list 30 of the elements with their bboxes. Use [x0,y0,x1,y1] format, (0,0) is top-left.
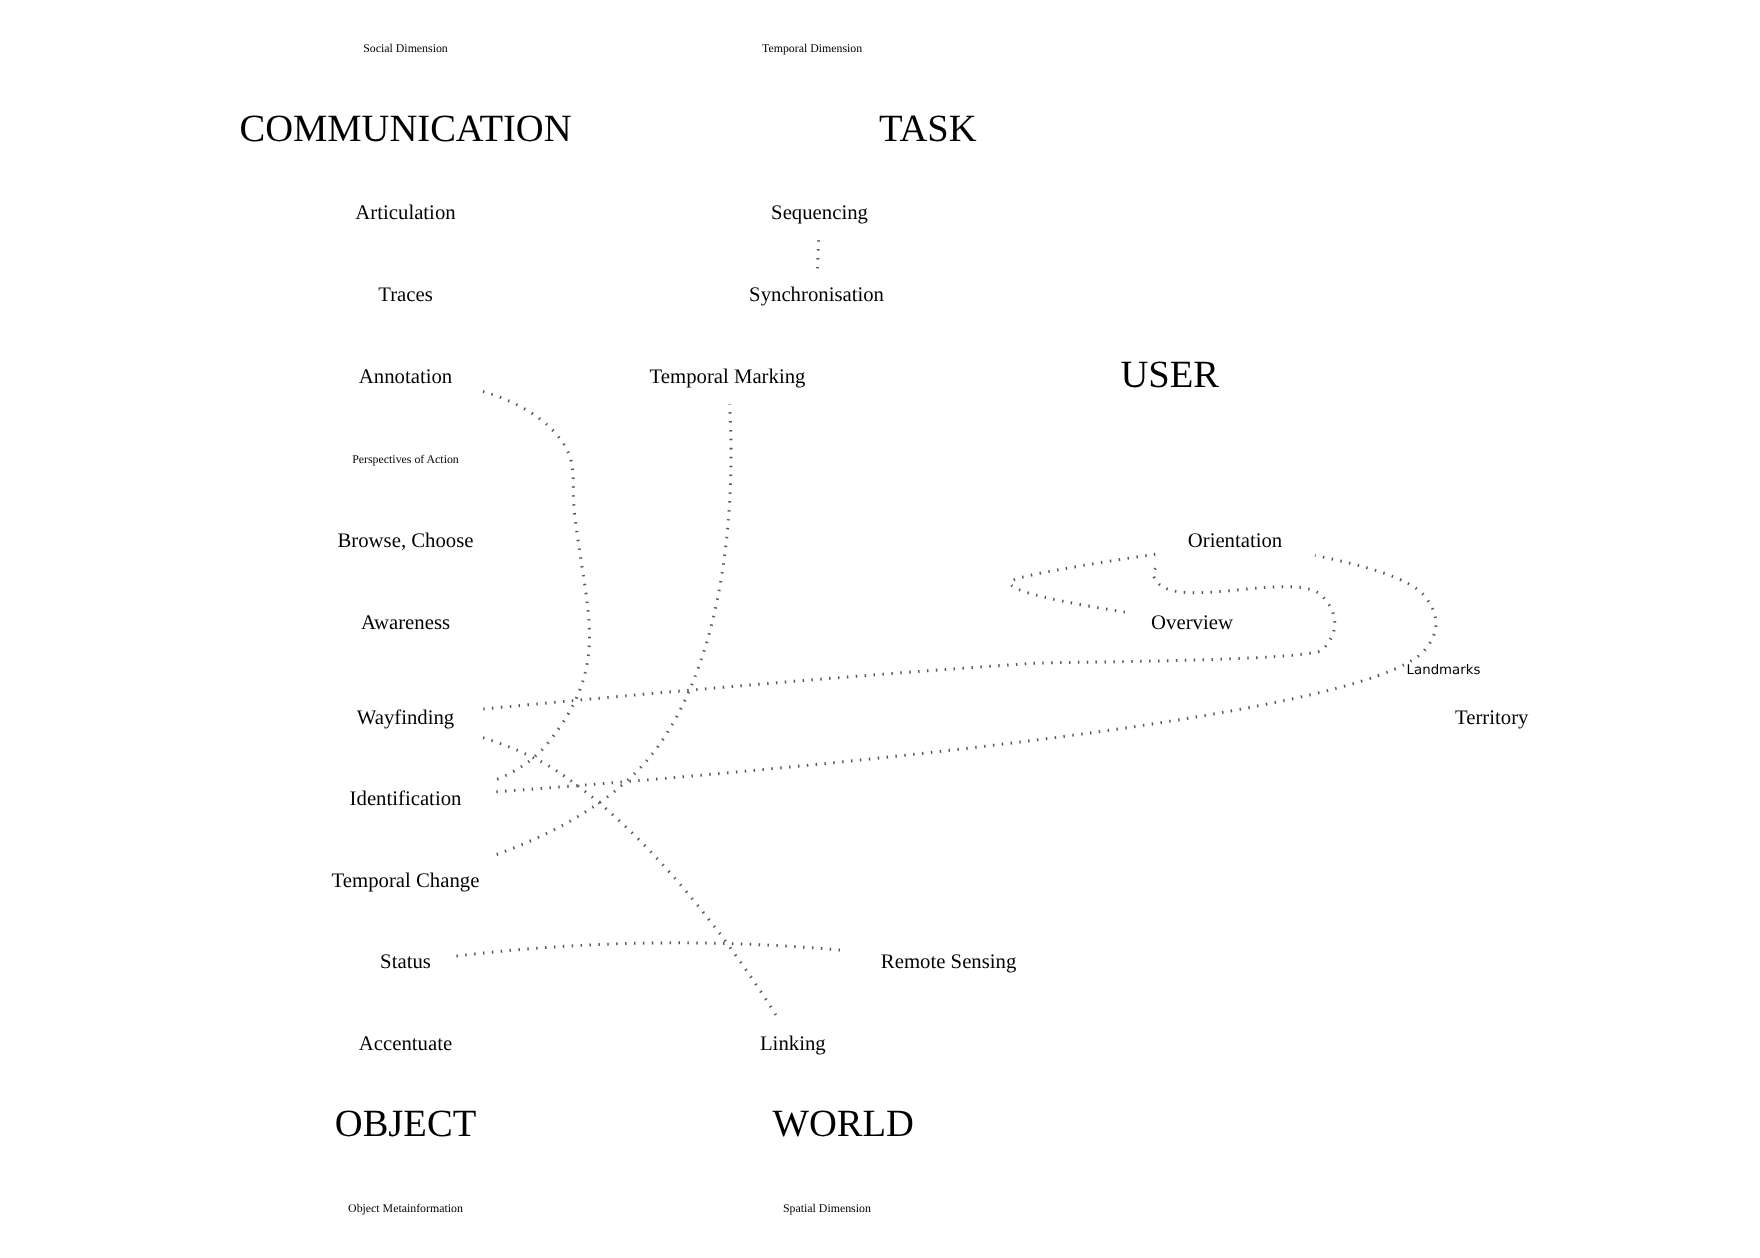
node-text: Orientation [1187,530,1283,553]
label: Traces [378,284,433,307]
node-text: Sequencing [771,203,868,225]
label: OBJECT [334,1104,477,1147]
label: Articulation [355,203,456,225]
label: COMMUNICATION [239,108,572,151]
node-text: Linking [759,1033,826,1056]
label: TASK [879,108,977,151]
connector [482,736,779,1019]
connector [482,568,1337,711]
node-text: Temporal Marking [649,366,806,389]
node-text: Status [380,952,431,975]
label: USER [1120,354,1220,397]
node-text: Overview [1151,612,1233,635]
label: Browse, Choose [337,530,474,553]
connector [482,390,591,781]
label: Accentuate [358,1033,453,1056]
node-text: Remote Sensing [880,952,1017,975]
connector [1009,552,1156,614]
node-text: Identification [349,789,462,812]
connector [496,554,1438,794]
node-text: Synchronisation [749,284,884,307]
connector [456,941,843,958]
node-text: Wayfinding [356,707,455,730]
node-text: Temporal Change [331,870,480,893]
connector [496,404,733,856]
label: WORLD [772,1104,914,1147]
node-text: Annotation [358,366,453,389]
label: Awareness [360,612,451,635]
label: Territory [1455,707,1529,730]
